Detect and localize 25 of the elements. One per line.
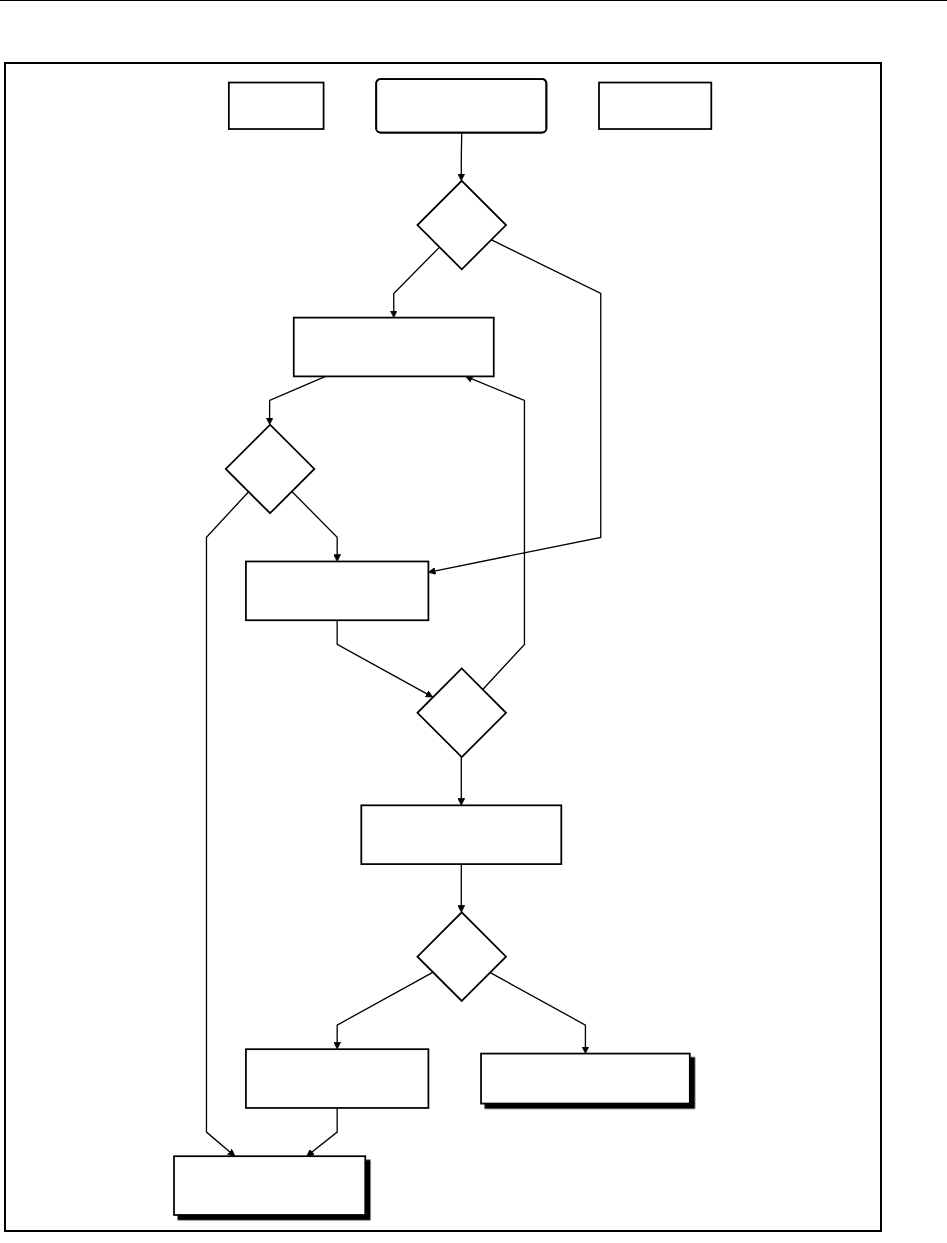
- arrow: [489, 971, 590, 1054]
- arrow: [336, 619, 434, 698]
- node-box: [245, 560, 430, 622]
- node-box: [480, 1052, 692, 1105]
- node-box: [360, 804, 563, 865]
- node-box: [293, 316, 495, 378]
- arrow: [206, 491, 250, 1157]
- arrow: [457, 863, 466, 913]
- arrow: [457, 132, 466, 182]
- arrow: [390, 246, 441, 318]
- arrow: [333, 971, 434, 1050]
- node-box: [173, 1155, 367, 1216]
- node-diamond: [224, 423, 316, 515]
- arrow: [457, 756, 466, 806]
- node-box: [245, 1048, 430, 1109]
- node-diamond: [416, 179, 508, 271]
- node-diamond: [416, 911, 508, 1003]
- node-box: [598, 81, 713, 130]
- arrow: [428, 239, 602, 575]
- node-box: [228, 81, 325, 130]
- arrow: [291, 490, 342, 562]
- node-diamond: [416, 667, 508, 759]
- arrow: [465, 375, 526, 691]
- arrow: [306, 1107, 339, 1157]
- arrow: [266, 375, 327, 425]
